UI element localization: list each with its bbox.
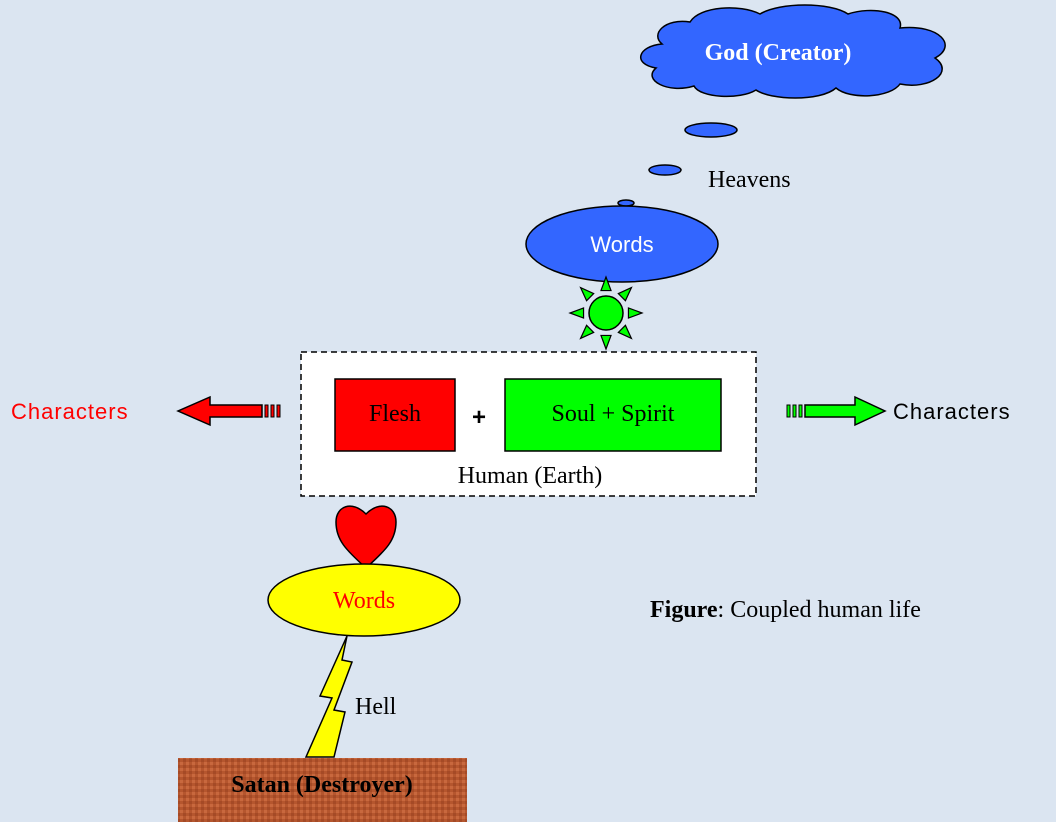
sun-ray: [627, 307, 644, 319]
left-arrow-stripe: [276, 404, 281, 418]
sun-ray: [600, 334, 612, 351]
right-characters-label: Characters: [893, 399, 1011, 424]
upper-words-shape: [525, 205, 719, 283]
thought-bubble-large: [684, 122, 738, 138]
satan-box: Satan (Destroyer): [178, 758, 467, 822]
figure-caption: Figure: Coupled human life: [650, 597, 921, 623]
right-arrow-stripe: [786, 404, 791, 418]
flesh-label: Flesh: [369, 401, 421, 427]
satan-box-shape: [178, 758, 467, 822]
sun-ray: [579, 324, 595, 340]
right-arrow-stripe: [798, 404, 803, 418]
human-box: Flesh + Soul + Spirit Human (Earth): [300, 351, 757, 497]
left-arrow-shape: [176, 395, 263, 427]
right-arrow-stripe: [792, 404, 797, 418]
figure-caption-rest: : Coupled human life: [718, 597, 921, 623]
left-arrow-stripe: [264, 404, 269, 418]
cloud-shape: [639, 4, 946, 99]
soul-spirit-box: [504, 378, 722, 452]
human-earth-label: Human (Earth): [458, 463, 603, 489]
god-cloud-label: God (Creator): [705, 40, 852, 66]
right-characters-arrow: [786, 395, 887, 427]
sun-ray: [568, 307, 585, 319]
left-characters-arrow: [176, 395, 281, 427]
sun-ray: [600, 275, 612, 292]
heart-icon: [335, 505, 397, 570]
sun-ray: [617, 286, 633, 302]
upper-words-ellipse: Words: [525, 205, 719, 283]
flesh-box: [334, 378, 456, 452]
lower-words-shape: [267, 563, 461, 637]
right-arrow-shape: [804, 395, 887, 427]
left-arrow-stripe: [270, 404, 275, 418]
satan-box-label: Satan (Destroyer): [231, 772, 413, 798]
lower-words-ellipse: Words: [267, 563, 461, 637]
thought-bubble-small: [617, 199, 635, 207]
lower-words-label: Words: [333, 588, 395, 614]
thought-bubble-medium: [648, 164, 682, 176]
sun-ray: [579, 286, 595, 302]
heavens-label: Heavens: [708, 167, 791, 193]
soul-spirit-label: Soul + Spirit: [552, 401, 675, 427]
god-cloud: God (Creator): [639, 4, 946, 99]
sun-ray: [617, 324, 633, 340]
sun-core: [588, 295, 624, 331]
sun-icon: [568, 275, 644, 351]
plus-sign: +: [472, 404, 486, 431]
lightning-icon: [304, 635, 354, 758]
figure-caption-bold: Figure: [650, 597, 718, 623]
hell-label: Hell: [355, 694, 397, 720]
left-characters-label: Characters: [11, 399, 129, 424]
upper-words-label: Words: [590, 232, 653, 257]
